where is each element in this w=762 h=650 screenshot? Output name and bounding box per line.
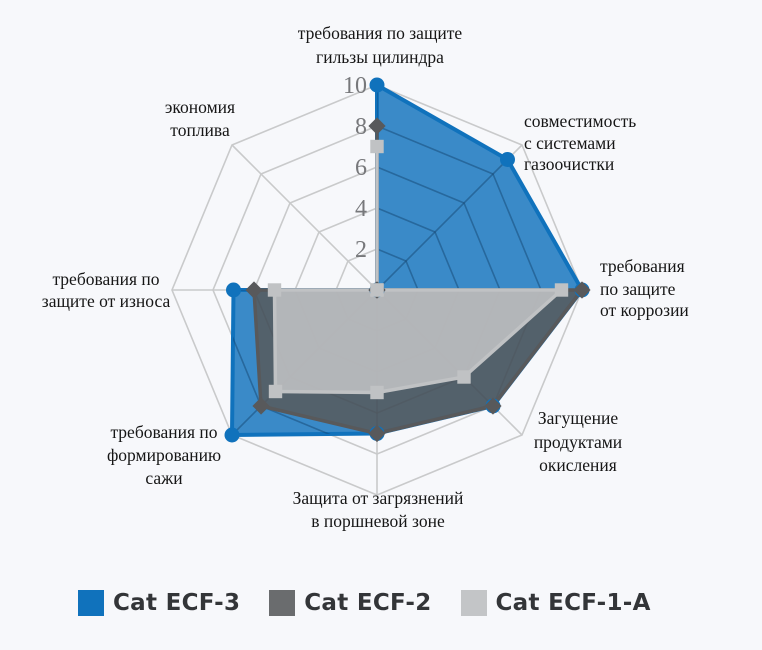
legend-label-cat-ecf-2: Cat ECF-2: [304, 590, 432, 616]
data-point-diamond: [368, 424, 386, 443]
legend-item-cat-ecf-2: Cat ECF-2: [269, 590, 431, 616]
legend-item-cat-ecf-1-a: Cat ECF-1-A: [460, 590, 651, 616]
data-point-square: [457, 370, 471, 384]
data-point-square: [370, 283, 384, 297]
legend-swatch-cat-ecf-1-a: [460, 590, 487, 616]
data-point-diamond: [368, 117, 386, 135]
data-point-square: [268, 384, 283, 399]
data-point-square: [370, 385, 384, 400]
legend-label-cat-ecf-3: Cat ECF-3: [113, 590, 241, 616]
tick-labels: 2 4 6 8 10: [343, 73, 367, 263]
legend-label-cat-ecf-1-a: Cat ECF-1-A: [495, 590, 651, 616]
data-point-circle: [226, 282, 241, 298]
grid-spoke: [231, 144, 378, 291]
data-point-diamond: [245, 281, 263, 299]
data-point-square: [370, 139, 384, 154]
data-point-square: [554, 283, 569, 297]
tick-label-2: 2: [355, 237, 367, 263]
data-point-circle: [500, 152, 515, 167]
tick-label-8: 8: [355, 114, 367, 140]
series-markers-cat-ecf-1-a: [267, 139, 569, 400]
data-point-diamond: [484, 397, 502, 415]
legend-item-cat-ecf-3: Cat ECF-3: [78, 590, 240, 616]
tick-label-6: 6: [355, 155, 367, 181]
tick-label-4: 4: [355, 196, 367, 222]
data-point-circle: [224, 427, 240, 443]
data-point-square: [267, 283, 282, 297]
legend-swatch-cat-ecf-2: [269, 590, 296, 616]
data-point-diamond: [573, 281, 591, 299]
tick-label-10: 10: [343, 73, 367, 99]
data-point-diamond: [252, 397, 270, 415]
legend-swatch-cat-ecf-3: [78, 590, 104, 616]
chart-legend: Cat ECF-3 Cat ECF-2 Cat ECF-1-A: [78, 590, 651, 616]
data-point-circle: [369, 77, 385, 93]
